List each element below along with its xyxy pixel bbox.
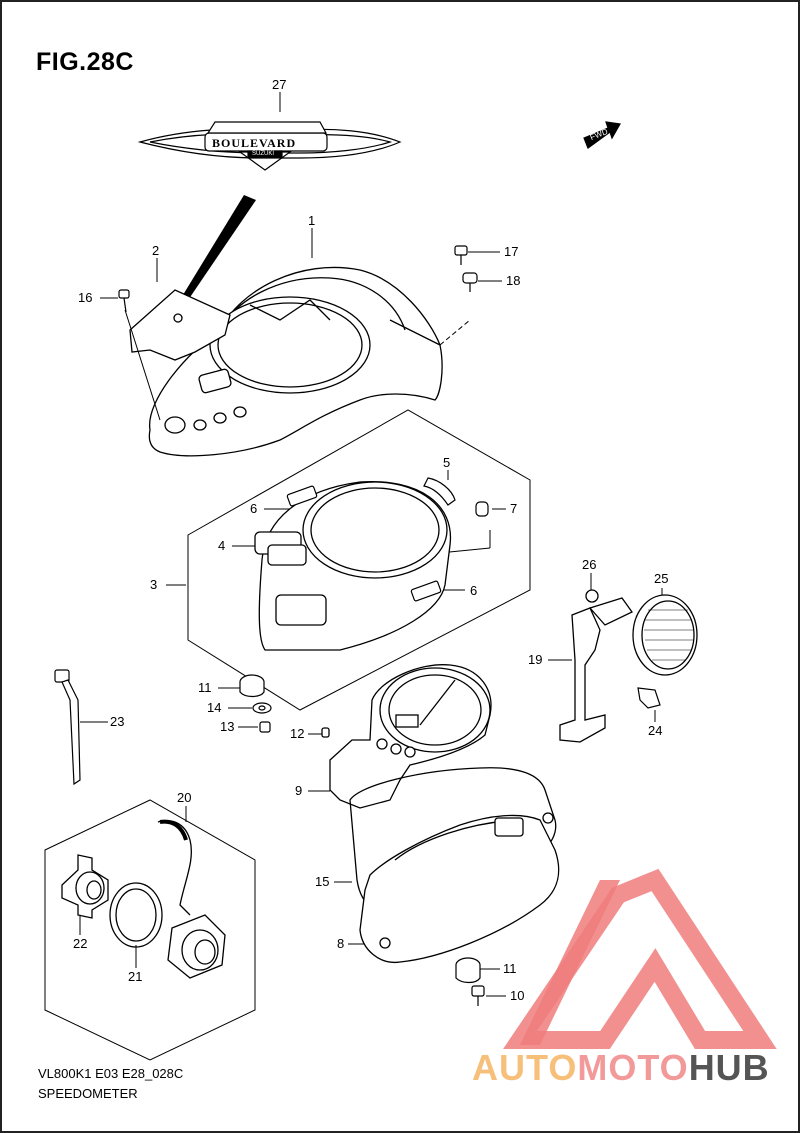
figure-title: FIG.28C	[36, 48, 134, 76]
callout-8: 8	[337, 936, 345, 951]
callout-19: 19	[528, 652, 543, 667]
callout-5: 5	[443, 455, 451, 470]
callout-15: 15	[315, 874, 330, 889]
figure-name: SPEEDOMETER	[38, 1086, 138, 1101]
grommet-bolt-lower	[455, 957, 485, 1006]
callout-23: 23	[110, 714, 125, 729]
watermark-text: AUTOMOTOHUB	[472, 1047, 770, 1089]
callout-2: 2	[152, 243, 160, 258]
callout-10: 10	[510, 988, 525, 1003]
callout-14: 14	[207, 700, 222, 715]
watermark-part-auto: AUTO	[472, 1047, 578, 1088]
part-23-cable-tie	[54, 669, 81, 786]
callout-17: 17	[504, 244, 519, 259]
watermark-logo-inner	[520, 880, 620, 1045]
callout-3: 3	[150, 577, 158, 592]
callout-21: 21	[128, 969, 143, 984]
callout-1: 1	[308, 213, 316, 228]
callout-12: 12	[290, 726, 305, 741]
group-box-20	[44, 799, 256, 1061]
part-22-holder	[61, 854, 109, 919]
callout-13: 13	[220, 719, 235, 734]
watermark-part-moto: MOTO	[577, 1047, 689, 1088]
fwd-arrow-icon	[583, 121, 621, 149]
part-9-speedometer	[321, 664, 492, 809]
callout-16: 16	[78, 290, 93, 305]
callout-22: 22	[73, 936, 88, 951]
watermark-logo	[503, 868, 777, 1049]
callout-4: 4	[218, 538, 226, 553]
watermark-part-hub: HUB	[688, 1047, 770, 1088]
bolts-top	[118, 245, 478, 313]
callout-7: 7	[510, 501, 518, 516]
small-parts-5-6-7	[286, 477, 489, 602]
group-box-3	[187, 409, 531, 711]
part-8-lower-case	[359, 812, 560, 963]
callout-11-bottom: 11	[503, 961, 517, 976]
part-21-ring	[109, 882, 163, 948]
emblem-boulevard	[137, 121, 402, 171]
part-1-meter-cover	[148, 266, 443, 457]
callout-27: 27	[272, 77, 287, 92]
emblem-subtext: SUZUKI	[252, 151, 275, 157]
part-19-reflector-bracket	[559, 589, 633, 743]
part-24-clip	[637, 687, 661, 709]
callout-6-bottom: 6	[470, 583, 478, 598]
figure-code: VL800K1 E03 E28_028C	[38, 1066, 184, 1081]
callout-9: 9	[295, 783, 303, 798]
callout-11-top: 11	[198, 680, 212, 695]
callout-26: 26	[582, 557, 597, 572]
emblem-pointer	[175, 195, 256, 312]
part-20-socket	[157, 819, 226, 979]
callout-20: 20	[177, 790, 192, 805]
emblem-text: BOULEVARD	[212, 136, 297, 150]
part-3-meter-case	[254, 480, 452, 651]
callout-18: 18	[506, 273, 521, 288]
callout-25: 25	[654, 571, 669, 586]
callout-24: 24	[648, 723, 663, 738]
callout-6-top: 6	[250, 501, 258, 516]
grommet-washer-screw	[239, 674, 272, 733]
part-25-reflector	[632, 594, 698, 676]
